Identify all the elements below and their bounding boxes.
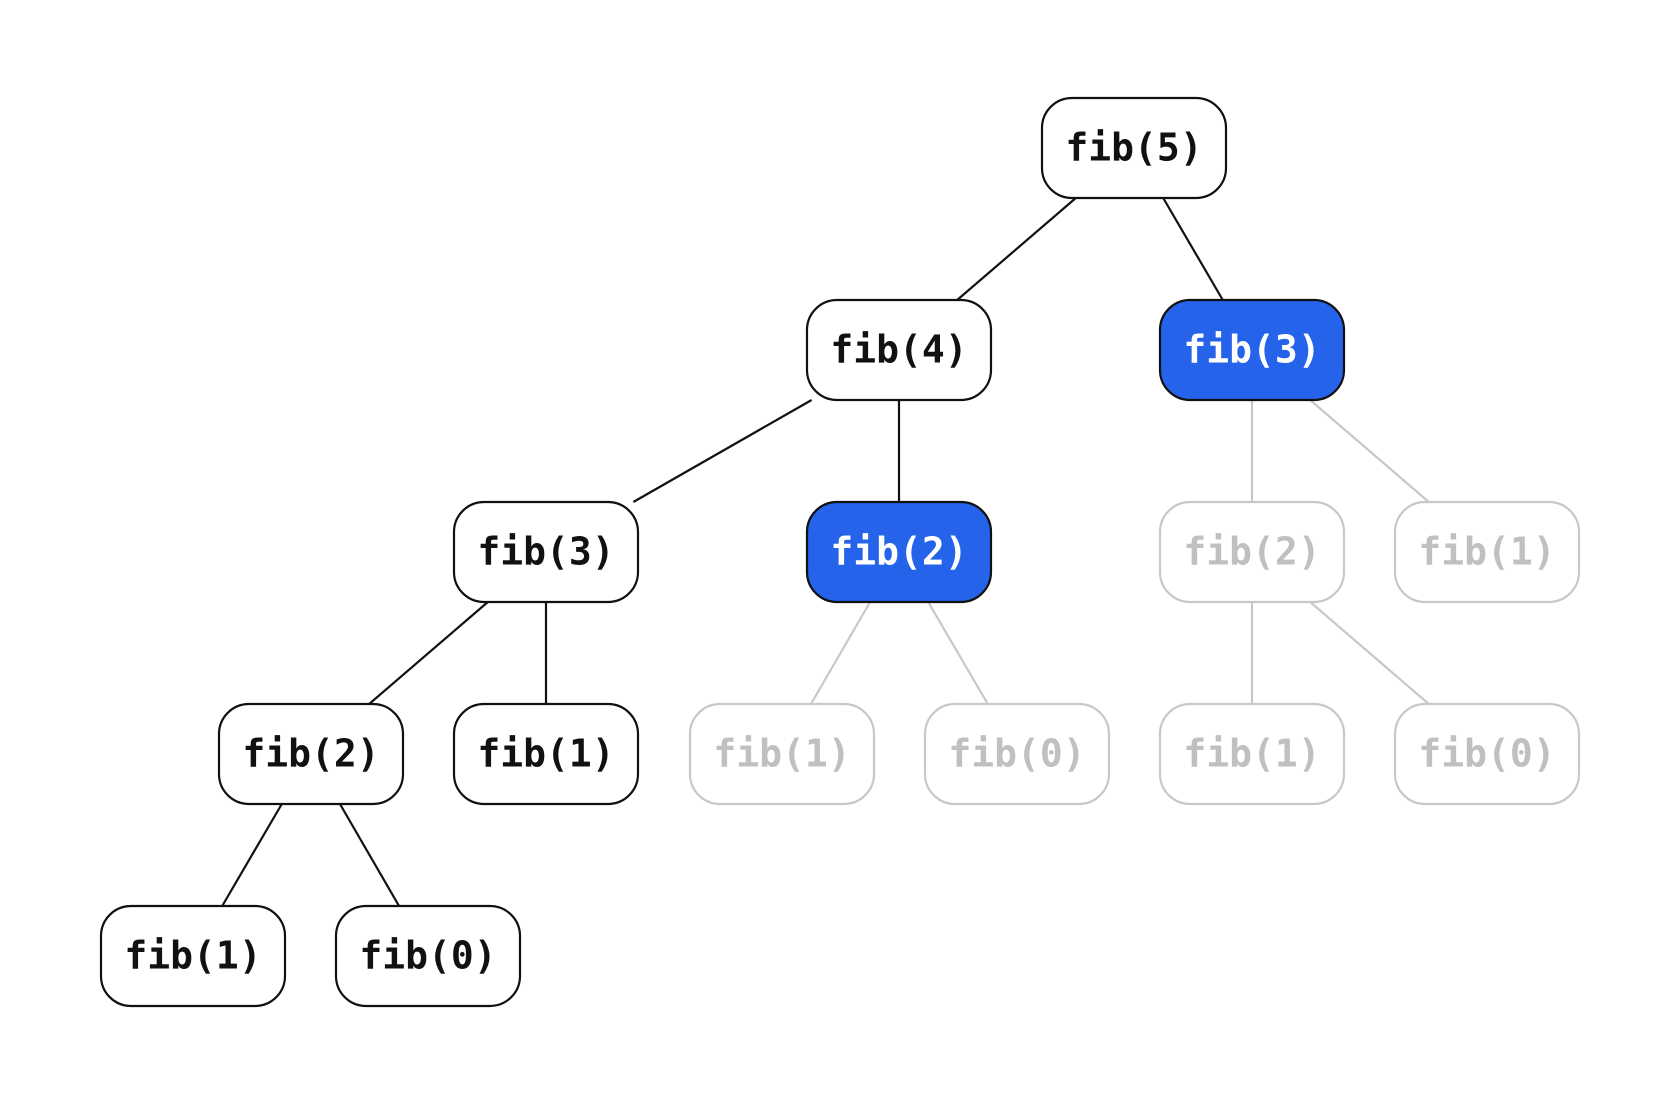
node-box bbox=[99, 904, 287, 1008]
edge-n5-to-n3r bbox=[1162, 197, 1224, 301]
node-n1m: fib(1) bbox=[688, 702, 876, 806]
node-box bbox=[1158, 298, 1346, 402]
node-box bbox=[452, 702, 640, 806]
node-n5: fib(5) bbox=[1040, 96, 1228, 200]
nodes-layer: fib(5) fib(4) fib(3) fib(3) fib(2) fib(2) fib(… bbox=[99, 96, 1581, 1008]
node-label: fib(0) bbox=[359, 934, 496, 978]
node-n2rr: fib(2) bbox=[1158, 500, 1346, 604]
node-box bbox=[217, 702, 405, 806]
edge-n2rr-to-n0rrr bbox=[1309, 601, 1430, 705]
edge-n2m-to-n1m bbox=[810, 601, 871, 705]
edge-n2ll-to-n1lll bbox=[221, 803, 283, 907]
node-n0rrr: fib(0) bbox=[1393, 702, 1581, 806]
node-label: fib(2) bbox=[242, 732, 379, 776]
node-box bbox=[1158, 500, 1346, 604]
node-n1rr: fib(1) bbox=[1393, 500, 1581, 604]
node-label: fib(0) bbox=[1418, 732, 1555, 776]
edge-n4-to-n3l bbox=[632, 399, 813, 503]
node-n2m: fib(2) bbox=[805, 500, 993, 604]
node-box bbox=[688, 702, 876, 806]
node-n1lll: fib(1) bbox=[99, 904, 287, 1008]
node-box bbox=[805, 500, 993, 604]
edge-n2m-to-n0m bbox=[927, 601, 989, 705]
node-label: fib(4) bbox=[830, 328, 967, 372]
node-n0lll: fib(0) bbox=[334, 904, 522, 1008]
node-n3r: fib(3) bbox=[1158, 298, 1346, 402]
edge-n2ll-to-n0lll bbox=[339, 803, 400, 907]
edge-n5-to-n4 bbox=[956, 197, 1077, 301]
node-box bbox=[923, 702, 1111, 806]
node-label: fib(3) bbox=[1183, 328, 1320, 372]
node-label: fib(2) bbox=[1183, 530, 1320, 574]
node-label: fib(3) bbox=[477, 530, 614, 574]
node-label: fib(5) bbox=[1065, 126, 1202, 170]
node-label: fib(1) bbox=[1418, 530, 1555, 574]
node-box bbox=[1393, 702, 1581, 806]
node-n2ll: fib(2) bbox=[217, 702, 405, 806]
node-label: fib(1) bbox=[1183, 732, 1320, 776]
node-box bbox=[452, 500, 640, 604]
node-n1rrr: fib(1) bbox=[1158, 702, 1346, 806]
node-n0m: fib(0) bbox=[923, 702, 1111, 806]
node-n1l: fib(1) bbox=[452, 702, 640, 806]
node-box bbox=[334, 904, 522, 1008]
node-box bbox=[1040, 96, 1228, 200]
node-n3l: fib(3) bbox=[452, 500, 640, 604]
node-label: fib(0) bbox=[948, 732, 1085, 776]
edges-layer bbox=[221, 197, 1430, 907]
node-label: fib(2) bbox=[830, 530, 967, 574]
edge-n3l-to-n2ll bbox=[368, 601, 489, 705]
node-label: fib(1) bbox=[124, 934, 261, 978]
node-n4: fib(4) bbox=[805, 298, 993, 402]
node-box bbox=[1393, 500, 1581, 604]
node-box bbox=[1158, 702, 1346, 806]
node-label: fib(1) bbox=[713, 732, 850, 776]
node-label: fib(1) bbox=[477, 732, 614, 776]
node-box bbox=[805, 298, 993, 402]
edge-n3r-to-n1rr bbox=[1309, 399, 1430, 503]
